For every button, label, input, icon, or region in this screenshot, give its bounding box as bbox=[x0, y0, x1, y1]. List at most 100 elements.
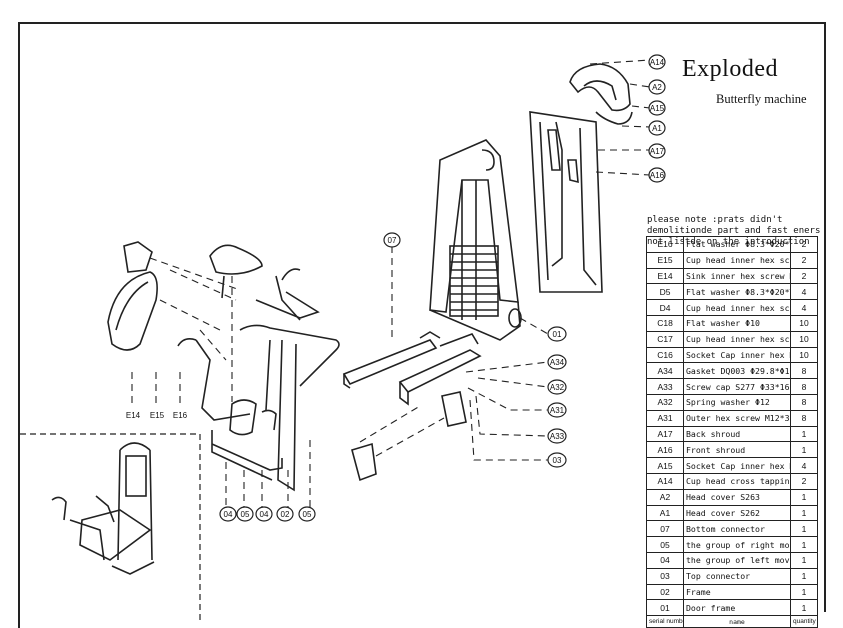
part-name-cell: Outer hex screw M12*35 bbox=[683, 409, 791, 427]
callout-05-left: 05 bbox=[241, 510, 250, 519]
part-qty-cell: 2 bbox=[790, 267, 818, 285]
part-name-cell: Back shroud bbox=[683, 425, 791, 443]
drawing-subtitle: Butterfly machine bbox=[716, 92, 807, 106]
part-name-cell: Flat washer Φ8.3*Φ20*T1.5 bbox=[683, 283, 791, 301]
part-code-cell: 04 bbox=[646, 551, 684, 569]
part-qty-cell: 1 bbox=[790, 441, 818, 459]
callout-07: 07 bbox=[388, 236, 397, 245]
callout-a31: A31 bbox=[550, 406, 565, 415]
callout-04-right: 04 bbox=[260, 510, 269, 519]
callout-a16: A16 bbox=[650, 171, 665, 180]
serial-number-header: serial number bbox=[646, 615, 684, 628]
part-qty-cell: 1 bbox=[790, 504, 818, 522]
callout-a32: A32 bbox=[550, 383, 565, 392]
callout-04-left: 04 bbox=[224, 510, 233, 519]
part-qty-cell: 1 bbox=[790, 488, 818, 506]
part-qty-cell: 10 bbox=[790, 330, 818, 348]
part-name-cell: Gasket DQ003 Φ29.8*Φ12*T4 bbox=[683, 362, 791, 380]
quantity-header: quantity bbox=[790, 615, 818, 628]
part-code-cell: A1 bbox=[646, 504, 684, 522]
part-name-cell: Bottom connector bbox=[683, 520, 791, 538]
callout-a34: A34 bbox=[550, 358, 565, 367]
part-code-cell: C18 bbox=[646, 314, 684, 332]
callout-a1: A1 bbox=[652, 124, 662, 133]
part-code-cell: 02 bbox=[646, 583, 684, 601]
part-name-cell: Door frame bbox=[683, 599, 791, 617]
callout-circles bbox=[219, 54, 666, 522]
part-qty-cell: 1 bbox=[790, 425, 818, 443]
part-qty-cell: 8 bbox=[790, 409, 818, 427]
part-name-cell: Flat washer Φ10 bbox=[683, 314, 791, 332]
part-code-cell: E16 bbox=[646, 236, 684, 253]
part-code-cell: A15 bbox=[646, 457, 684, 474]
part-name-cell: Flat washer Φ8.3*Φ20*T1.5 bbox=[683, 236, 791, 253]
part-qty-cell: 1 bbox=[790, 599, 818, 617]
table-header-row: serial numbernamequantity bbox=[646, 615, 818, 628]
part-qty-cell: 1 bbox=[790, 551, 818, 569]
drawing-title: Exploded bbox=[682, 56, 778, 82]
part-code-cell: C17 bbox=[646, 330, 684, 348]
part-name-cell: the group of right movable arm bbox=[683, 536, 791, 553]
callout-03: 03 bbox=[553, 456, 562, 465]
callout-e16: E16 bbox=[173, 411, 188, 420]
part-name-cell: Socket Cap inner hex M6*15 bbox=[683, 457, 791, 474]
part-qty-cell: 1 bbox=[790, 567, 818, 585]
part-code-cell: A14 bbox=[646, 472, 684, 490]
part-qty-cell: 1 bbox=[790, 520, 818, 538]
bottom-connector bbox=[342, 331, 441, 389]
part-code-cell: A32 bbox=[646, 393, 684, 411]
callout-e14: E14 bbox=[126, 411, 141, 420]
callout-01: 01 bbox=[553, 330, 562, 339]
part-qty-cell: 8 bbox=[790, 393, 818, 411]
part-name-cell: Cup head inner hex screw M8*35 bbox=[683, 299, 791, 316]
part-code-cell: 01 bbox=[646, 599, 684, 617]
part-code-cell: C16 bbox=[646, 346, 684, 364]
part-qty-cell: 2 bbox=[790, 472, 818, 490]
part-name-cell: Front shroud bbox=[683, 441, 791, 459]
part-code-cell: D5 bbox=[646, 283, 684, 301]
callout-a14: A14 bbox=[650, 58, 665, 67]
top-connector bbox=[398, 333, 482, 406]
part-qty-cell: 10 bbox=[790, 346, 818, 364]
head-cover-a2 bbox=[569, 63, 633, 125]
callout-02: 02 bbox=[281, 510, 290, 519]
part-name-cell: Cup head cross tapping screw ST5*16 bbox=[683, 472, 791, 490]
callout-e15: E15 bbox=[150, 411, 165, 420]
callout-05-right: 05 bbox=[303, 510, 312, 519]
part-code-cell: 05 bbox=[646, 536, 684, 553]
part-qty-cell: 8 bbox=[790, 378, 818, 395]
part-code-cell: A33 bbox=[646, 378, 684, 395]
part-name-cell: the group of left movable arm bbox=[683, 551, 791, 569]
name-header: name bbox=[683, 615, 791, 628]
part-name-cell: Head cover S262 bbox=[683, 504, 791, 522]
part-name-cell: Screw cap S277 Φ33*16 bbox=[683, 378, 791, 395]
callout-a2: A2 bbox=[652, 83, 662, 92]
part-qty-cell: 2 bbox=[790, 236, 818, 253]
part-name-cell: Cup head inner hex screw M10*20 bbox=[683, 330, 791, 348]
part-name-cell: Frame bbox=[683, 583, 791, 601]
part-qty-cell: 4 bbox=[790, 283, 818, 301]
part-code-cell: 03 bbox=[646, 567, 684, 585]
part-code-cell: A31 bbox=[646, 409, 684, 427]
part-qty-cell: 1 bbox=[790, 583, 818, 601]
